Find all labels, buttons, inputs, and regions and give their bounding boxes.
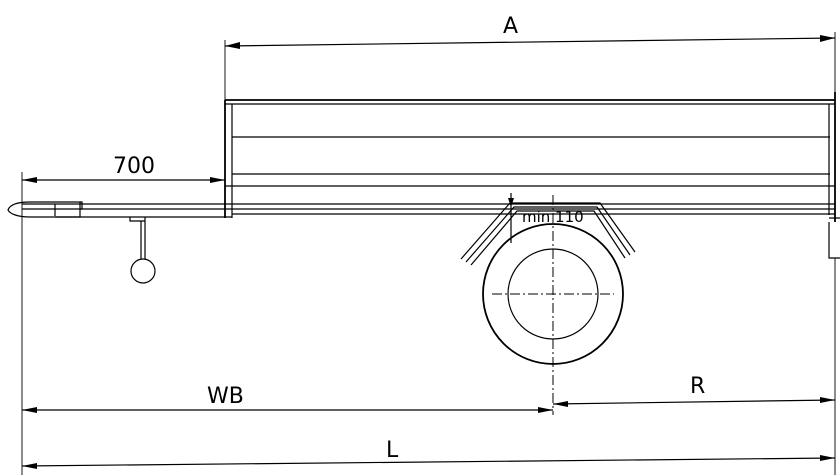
wheelbase-label: WB [207, 384, 244, 409]
dimension-a-label: A [503, 14, 518, 39]
chassis-frame [22, 203, 835, 218]
jockey-wheel [129, 217, 156, 284]
coupling-head [7, 201, 83, 218]
road-wheel [482, 195, 624, 415]
dimension-a: A [224, 14, 836, 100]
dimension-700-label: 700 [113, 154, 155, 179]
rear-overhang-label: R [690, 374, 705, 399]
dimension-l: L [21, 438, 836, 469]
ground-clearance-dimension: min 110 [508, 193, 584, 243]
cargo-box [224, 92, 840, 259]
dimension-wb-r: WB R [22, 258, 836, 475]
fender [460, 202, 636, 266]
dimension-700: 700 [21, 154, 226, 475]
ground-clearance-label: min 110 [522, 208, 584, 226]
overall-length-label: L [386, 438, 399, 463]
